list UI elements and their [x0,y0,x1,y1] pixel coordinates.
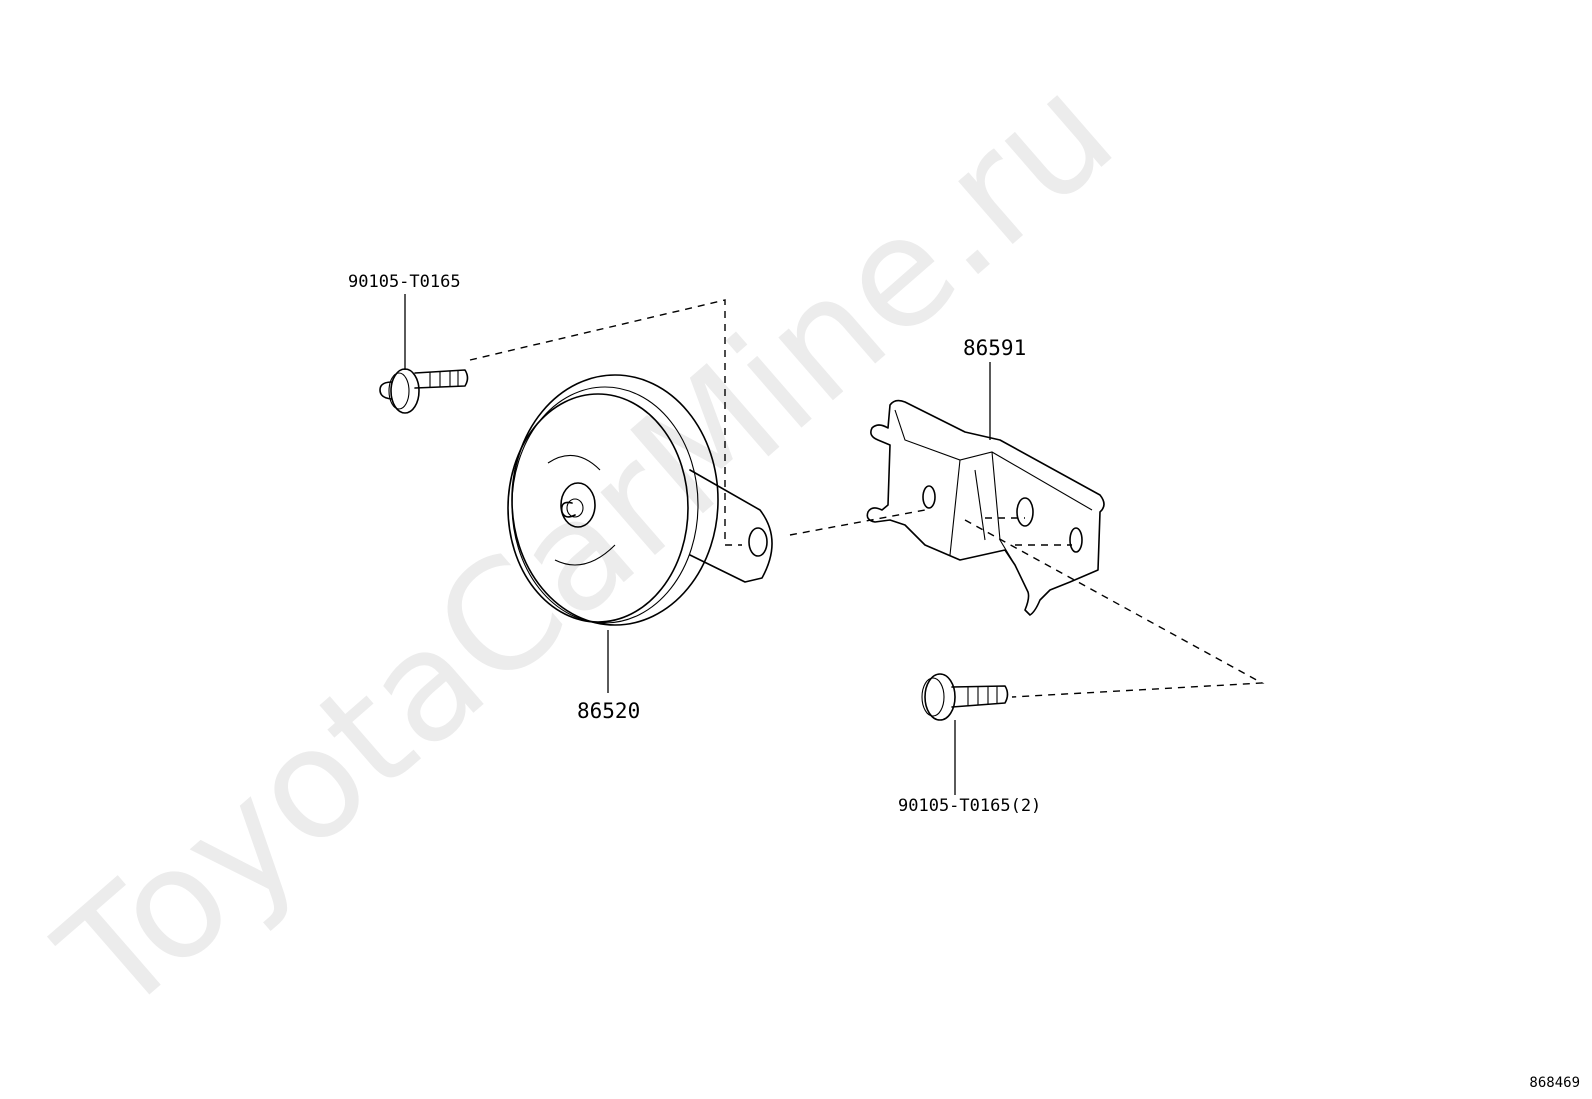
watermark: ToyotaCarMine.ru [27,42,1146,1047]
part-label-bolt-bottom: 90105-T0165(2) [898,796,1041,816]
part-label-bolt-top: 90105-T0165 [348,272,461,292]
dashed-line-bottom-bolt [964,519,1265,698]
watermark-text: ToyotaCarMine.ru [27,42,1146,1047]
bolt-top-icon [379,368,469,414]
bolt-bottom-icon [921,673,1009,721]
dashed-line-horn-to-bracket [789,509,926,536]
assembly-dashed-lines [469,299,1265,698]
dashed-line-top-bolt [469,299,742,546]
diagram-id: 868469 [1529,1075,1580,1091]
part-label-bracket: 86591 [963,336,1026,360]
horn-icon [507,374,773,626]
bracket-icon [866,399,1105,616]
part-label-horn: 86520 [577,699,640,723]
